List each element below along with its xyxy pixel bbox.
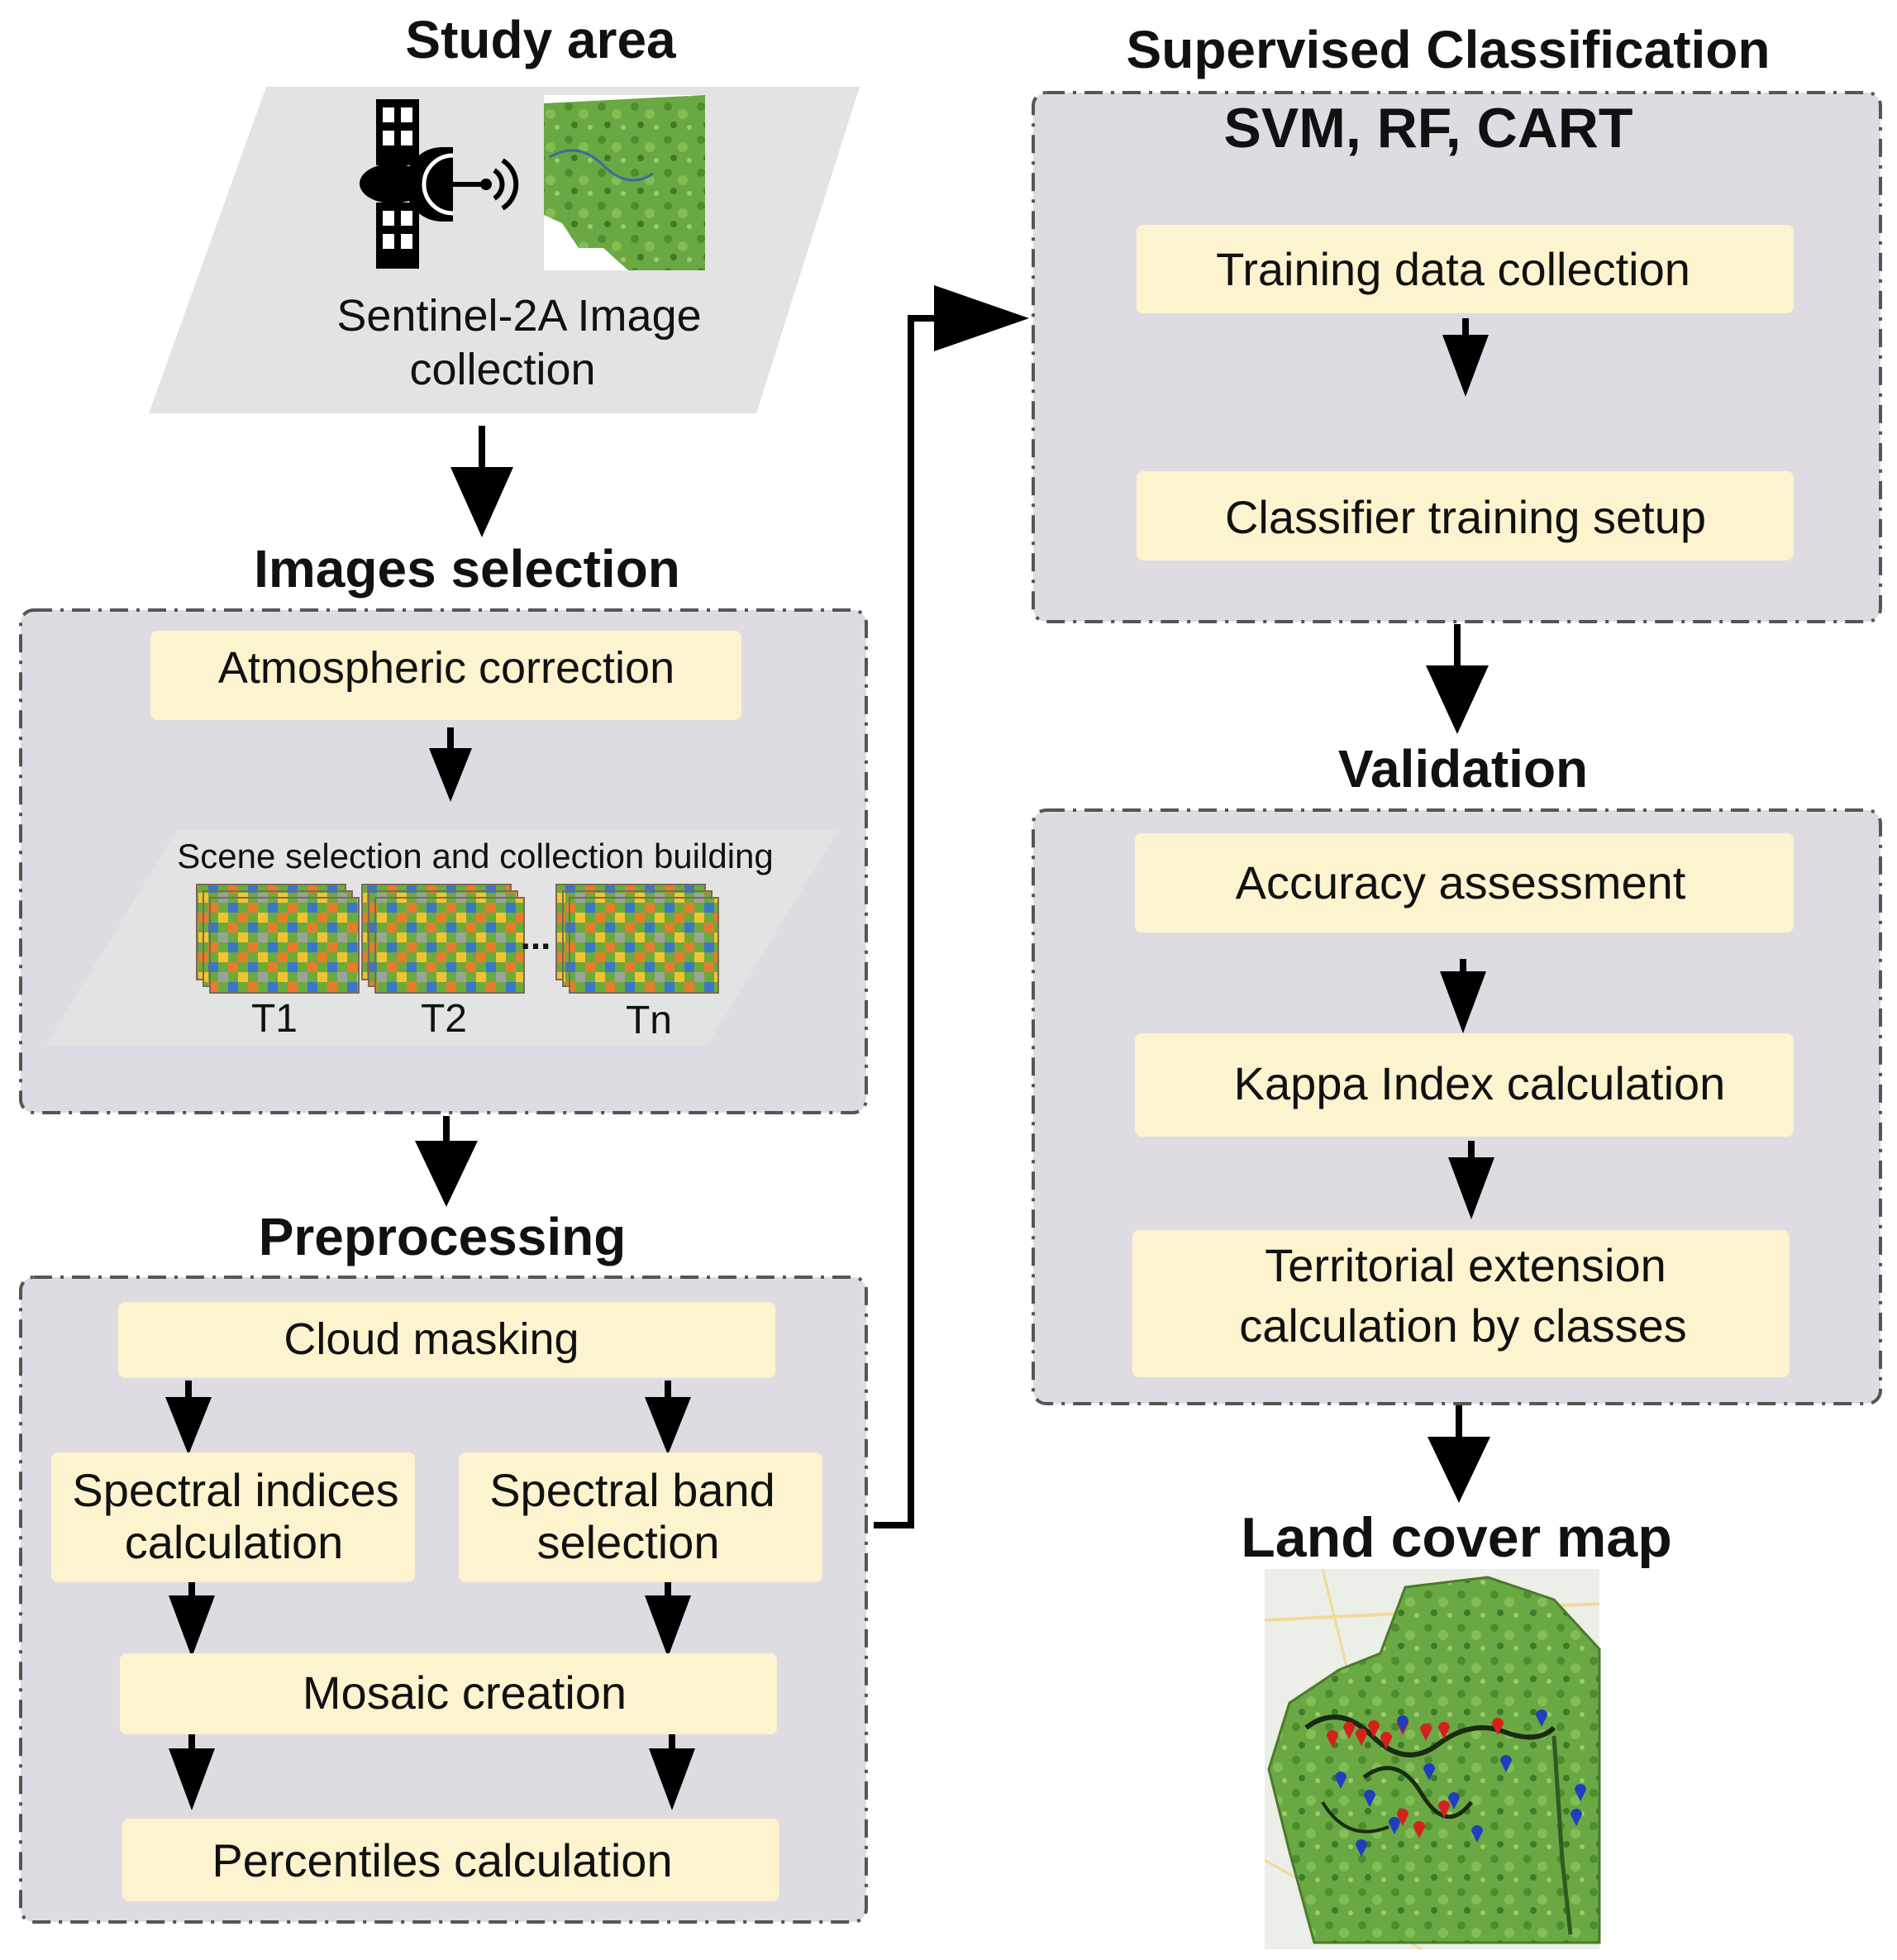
spectral-indices-label-line1: Spectral indices (72, 1464, 398, 1516)
territorial-box (1132, 1230, 1790, 1377)
arrow-down (1426, 665, 1489, 734)
study-area-caption-line2: collection (409, 345, 595, 394)
stack-label-t1: T1 (251, 997, 298, 1041)
atmospheric-correction-box (150, 631, 741, 720)
images-selection-title: Images selection (254, 539, 680, 598)
arrow-right (934, 285, 1029, 351)
spectral-band-label-line1: Spectral band (489, 1464, 775, 1516)
cloud-masking-label: Cloud masking (284, 1314, 579, 1364)
atmospheric-correction-label: Atmospheric correction (218, 643, 674, 693)
land-cover-map (1264, 1568, 1601, 1951)
mosaic-creation-box (120, 1653, 777, 1734)
land-cover-title: Land cover map (1241, 1506, 1672, 1569)
validation-title: Validation (1338, 739, 1588, 799)
arrow-down (1448, 1157, 1494, 1219)
spectral-band-box (459, 1452, 822, 1582)
territorial-label-line1: Territorial extension (1265, 1239, 1666, 1291)
arrow-down (429, 748, 472, 802)
classifier-setup-box (1137, 471, 1794, 560)
study-area-caption-line1: Sentinel-2A Image (336, 291, 701, 341)
training-data-label: Training data collection (1216, 243, 1690, 295)
kappa-box (1135, 1033, 1794, 1137)
arrow-down (169, 1748, 215, 1810)
supervised-subtitle: SVM, RF, CART (1224, 97, 1633, 160)
spectral-indices-box (51, 1452, 415, 1582)
mosaic-stack-icon (555, 884, 719, 994)
arrow-down (415, 1141, 478, 1207)
arrow-down (1442, 335, 1489, 397)
classifier-setup-label: Classifier training setup (1225, 491, 1706, 543)
stack-label-tn: Tn (626, 999, 672, 1042)
spectral-indices-label-line2: calculation (125, 1516, 344, 1568)
arrow-down (165, 1397, 212, 1455)
arrow-down (1440, 971, 1486, 1033)
kappa-label: Kappa Index calculation (1234, 1057, 1726, 1109)
mosaic-stack-icon (361, 884, 525, 994)
map-markers (1327, 1710, 1586, 1857)
territorial-label-line2: calculation by classes (1239, 1300, 1687, 1352)
arrow-down (649, 1748, 695, 1810)
arrow-down (1428, 1437, 1490, 1503)
arrow-down (645, 1595, 691, 1657)
accuracy-label: Accuracy assessment (1236, 856, 1686, 908)
arrow-down (169, 1595, 215, 1657)
stack-ellipsis: ... (521, 917, 551, 957)
training-data-box (1137, 225, 1794, 313)
map-thumbnail (544, 95, 705, 270)
connector-line (874, 315, 951, 1528)
stack-label-t2: T2 (421, 997, 467, 1041)
spectral-band-label-line2: selection (536, 1516, 719, 1568)
mosaic-creation-label: Mosaic creation (303, 1667, 627, 1719)
accuracy-box (1135, 833, 1794, 932)
supervised-title: Supervised Classification (1127, 20, 1771, 79)
percentiles-label: Percentiles calculation (212, 1834, 672, 1886)
arrow-down (450, 467, 513, 537)
satellite-icon (360, 99, 519, 269)
arrow-down (645, 1397, 691, 1455)
mosaic-stack-icon (196, 884, 360, 994)
study-area-title: Study area (405, 10, 676, 69)
cloud-masking-box (118, 1302, 775, 1378)
percentiles-box (122, 1819, 779, 1901)
preprocessing-title: Preprocessing (259, 1207, 627, 1266)
scene-selection-label: Scene selection and collection building (177, 837, 774, 875)
